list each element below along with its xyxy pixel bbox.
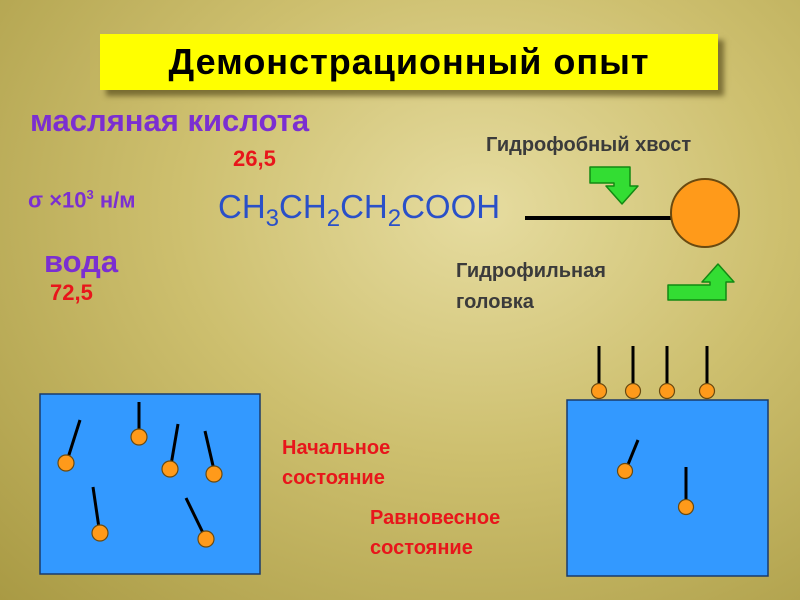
molecule-dot — [698, 382, 716, 400]
initial-molecules — [57, 402, 223, 548]
formula-part: COOH — [401, 188, 501, 225]
molecule-dot — [658, 382, 676, 400]
molecule-dot — [677, 498, 695, 516]
molecule-dot — [616, 462, 634, 480]
head-label-line2: головка — [456, 291, 534, 313]
sigma-units-label: σ ×103 н/м — [28, 187, 136, 213]
surface-molecules — [590, 346, 716, 400]
molecule-dot — [590, 382, 608, 400]
hydrophobic-tail-label: Гидрофобный хвост — [486, 134, 692, 156]
molecule-dot — [205, 465, 223, 483]
page-title: Демонстрационный опыт — [168, 41, 650, 82]
sigma-exponent: 3 — [86, 187, 94, 202]
formula-part: CH — [279, 188, 327, 225]
equilibrium-state-label: Равновесное состояние — [370, 503, 500, 563]
acid-surface-tension: 26,5 — [233, 146, 276, 171]
hydrophilic-head-label: Гидрофильная головка — [456, 256, 606, 318]
head-label-line1: Гидрофильная — [456, 260, 606, 282]
water-name: вода — [44, 244, 119, 279]
initial-state-line2: состояние — [282, 467, 385, 489]
sigma-unit: н/м — [93, 187, 136, 213]
acid-name: масляная кислота — [30, 103, 310, 138]
chemical-formula: CH3CH2CH2COOH — [218, 188, 500, 233]
formula-subscript: 2 — [326, 205, 341, 232]
equilibrium-state-line2: состояние — [370, 537, 473, 559]
arrow-to-head-icon — [667, 263, 735, 301]
molecule-dot — [57, 454, 75, 472]
title-banner: Демонстрационный опыт — [100, 34, 718, 90]
equilibrium-state-line1: Равновесное — [370, 507, 501, 529]
formula-part: CH — [340, 188, 388, 225]
molecule-dot — [130, 428, 148, 446]
equilibrium-state-water — [566, 399, 769, 577]
molecule-dot — [161, 460, 179, 478]
formula-subscript: 3 — [265, 205, 280, 232]
initial-state-line1: Начальное — [282, 437, 391, 459]
initial-state-label: Начальное состояние — [282, 433, 390, 493]
molecule-head — [670, 178, 740, 248]
sigma-multiplier: ×10 — [49, 187, 87, 213]
molecule-dot — [91, 524, 109, 542]
formula-part: CH — [218, 188, 266, 225]
molecule-dot — [197, 530, 215, 548]
initial-state-water — [39, 393, 261, 575]
dissolved-molecules — [616, 439, 695, 516]
formula-subscript: 2 — [387, 205, 402, 232]
molecule-dot — [624, 382, 642, 400]
arrow-to-tail-icon — [589, 166, 639, 205]
water-surface-tension: 72,5 — [50, 280, 93, 305]
sigma-symbol: σ — [28, 187, 44, 213]
